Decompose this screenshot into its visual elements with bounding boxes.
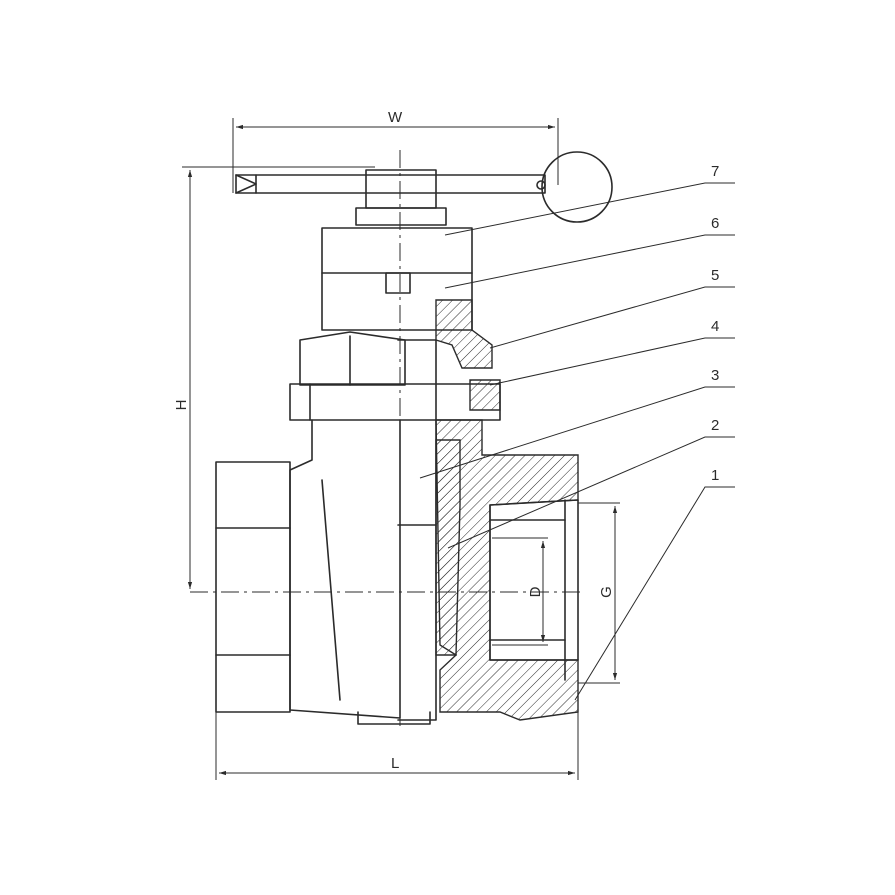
part-number-1: 1 [711,467,719,484]
dimension-l-label: L [391,755,399,772]
dimension-h: H [173,166,375,589]
dimension-h-label: H [173,400,190,411]
part-number-3: 3 [711,367,719,384]
bonnet-flange [289,383,501,421]
part-numbers: 7 6 5 4 3 2 1 [711,163,719,484]
body-section [435,419,579,721]
part-number-2: 2 [711,417,719,434]
dimension-g: G [578,502,620,684]
bonnet-section [435,299,501,411]
stem [397,339,437,721]
body-left [215,419,431,725]
part-number-5: 5 [711,267,719,284]
packing-nut [299,331,406,386]
part-number-7: 7 [711,163,719,180]
dimension-d-label: D [527,586,544,597]
leader-lines [419,182,735,701]
dimension-g-label: G [598,586,615,598]
dimension-w: W [232,109,559,193]
handle [235,151,613,226]
dimension-w-label: W [388,109,403,126]
dimension-d: D [492,537,548,646]
part-number-4: 4 [711,318,719,335]
part-number-6: 6 [711,215,719,232]
dimension-l: L [215,705,579,780]
